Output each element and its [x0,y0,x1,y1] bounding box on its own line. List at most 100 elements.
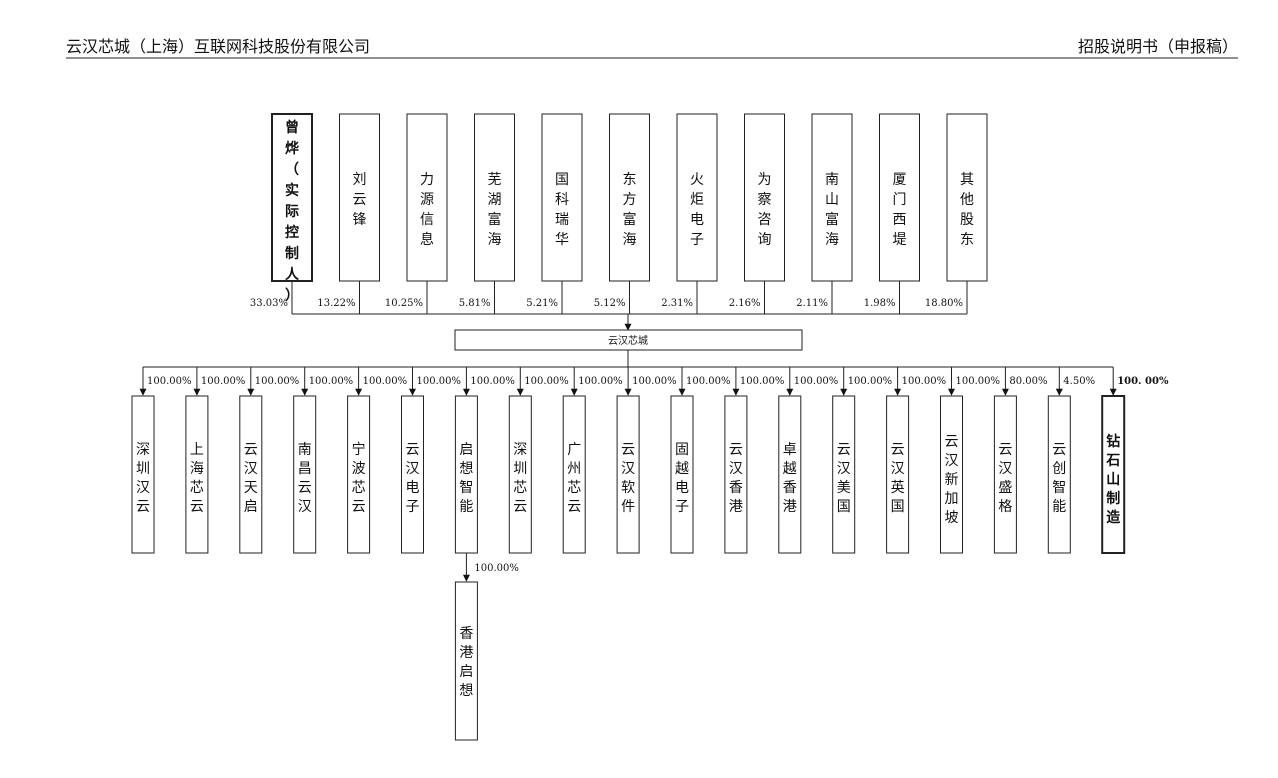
subsidiary-percentage: 4.50% [1063,376,1095,387]
shareholder-node: 东方富海 5.12% [594,113,650,314]
subsidiary-node: 100.00%云汉香港 [724,367,785,554]
subsidiary-node: 4.50% 云创智能 [1047,367,1095,554]
subsidiary-node: 100.00% 南昌云汉 [293,367,354,554]
shareholder-percentage: 13.22% [317,298,355,309]
subsidiary-node: 100.00% 广州芯云 [562,367,623,554]
shareholder-percentage: 1.98% [864,298,896,309]
subsidiary-box [131,395,155,554]
subsidiary-box [616,395,640,554]
shareholder-percentage: 10.25% [385,298,423,309]
subsidiary-node: 100.00% 云汉美国 [832,367,893,554]
shareholder-node: 南山富海 2.11% [796,113,853,314]
subsidiary-name: 云汉电子 [406,442,420,515]
subsidiary-percentage: 100.00% [524,376,569,387]
shareholder-name: 力源信息 [420,172,434,248]
subsidiary-box [670,395,694,554]
subsidiary-name: 云汉软件 [621,442,635,515]
subsidiary-name: 钻石山制造 [1105,433,1120,526]
shareholder-name: 芜湖富海 [488,171,502,248]
shareholder-box [339,113,380,282]
grandchild-name: 香港启想 [459,626,473,699]
subsidiary-node: 100.00% 云汉软件 [616,367,677,554]
subsidiary-name: 启想智能 [459,442,473,515]
shareholder-name: 为察咨询 [758,172,772,248]
subsidiary-node: 100.00% 启想智能 [454,367,515,554]
subsidiary-node: 100.00%宁波芯云 [347,367,407,554]
subsidiary-box [185,395,209,554]
shareholder-name: 南山富海 [825,172,839,248]
subsidiary-box [832,395,856,554]
shareholder-percentage: 18.80% [925,298,963,309]
subsidiary-percentage: 100.00% [578,376,623,387]
subsidiary-node: 100.00%深圳汉云 [131,367,192,554]
subsidiary-box [508,395,532,554]
subsidiary-node: 100.00% 云汉天启 [239,367,299,554]
subsidiary-percentage: 100.00% [848,376,893,387]
subsidiary-box [886,395,910,554]
subsidiary-name: 卓越香港 [783,442,797,515]
shareholder-percentage: 5.21% [526,298,558,309]
subsidiary-box [724,395,748,554]
subsidiary-name: 云创智能 [1052,442,1066,515]
subsidiary-box [401,395,424,554]
subsidiary-percentage: 100.00% [255,376,299,387]
subsidiary-percentage: 100.00% [201,376,246,387]
subsidiary-percentage: 100.00% [470,376,515,387]
subsidiary-node: 100.00% 卓越香港 [778,367,839,554]
shareholder-box [744,113,785,282]
subsidiary-box [562,395,586,554]
shareholder-box [541,113,583,282]
subsidiary-box [347,395,371,554]
shareholder-name: 其他股东 [960,172,974,248]
shareholder-name: 火炬电子 [690,172,704,248]
subsidiary-name: 云汉美国 [837,442,851,515]
grandchild-box [454,581,478,741]
subsidiary-percentage: 100.00% [902,376,947,387]
shareholder-name: 东方富海 [623,172,637,248]
subsidiary-node: 100.00%云汉新加坡 [940,367,1000,554]
subsidiary-percentage: 100.00% [632,376,677,387]
subsidiary-percentage: 100. 00% [1117,376,1169,387]
grandchild-percentage: 100.00% [474,563,519,574]
subsidiary-name: 广州芯云 [567,442,581,515]
shareholder-percentage: 2.16% [729,298,761,309]
subsidiary-node: 100.00%云汉电子 [401,367,461,554]
shareholder-name: 曾烨（实际控制人） [285,119,300,304]
subsidiary-percentage: 100.00% [309,376,354,387]
shareholder-percentage: 2.11% [796,298,828,309]
subsidiary-name: 宁波芯云 [352,441,366,515]
subsidiary-node: 100.00%深圳芯云 [508,367,569,554]
subsidiary-name: 固越电子 [675,442,689,515]
shareholder-node: 为察咨询 2.16% [729,113,785,314]
subsidiary-node: 100.00% 上海芯云 [185,367,246,554]
shareholder-node: 曾烨（实际控制人）33.03% [250,113,313,314]
shareholder-percentage: 5.81% [459,298,491,309]
shareholder-node: 芜湖富海 5.81% [459,113,515,314]
subsidiary-percentage: 80.00% [1009,376,1047,387]
subsidiary-box [293,395,317,554]
company-name: 云汉芯城 [608,334,648,347]
shareholder-box [474,113,515,282]
subsidiary-name: 云汉英国 [891,442,905,515]
subsidiary-percentage: 100.00% [794,376,839,387]
subsidiary-box [940,395,963,554]
subsidiary-name: 南昌云汉 [298,442,312,515]
subsidiary-box [1101,395,1126,554]
subsidiary-percentage: 100.00% [147,376,192,387]
subsidiary-name: 云汉天启 [244,442,258,515]
shareholder-name: 刘云锋 [353,172,367,228]
subsidiary-percentage: 100.00% [740,376,785,387]
shareholder-box [879,113,920,282]
subsidiary-node: 100. 00% 钻石山制造 [1101,367,1169,554]
subsidiary-name: 上海芯云 [190,442,204,515]
shareholder-node: 力源信息 10.25% [385,113,448,314]
subsidiary-node: 100.00% 云汉英国 [886,367,947,554]
shareholder-percentage: 5.12% [594,298,626,309]
subsidiary-node: 100.00% 固越电子 [670,367,731,554]
subsidiary-percentage: 100.00% [686,376,731,387]
header-company-name: 云汉芯城（上海）互联网科技股份有限公司 [66,37,370,56]
shareholder-node: 刘云锋 13.22% [317,113,380,314]
subsidiary-name: 云汉新加坡 [945,434,959,526]
